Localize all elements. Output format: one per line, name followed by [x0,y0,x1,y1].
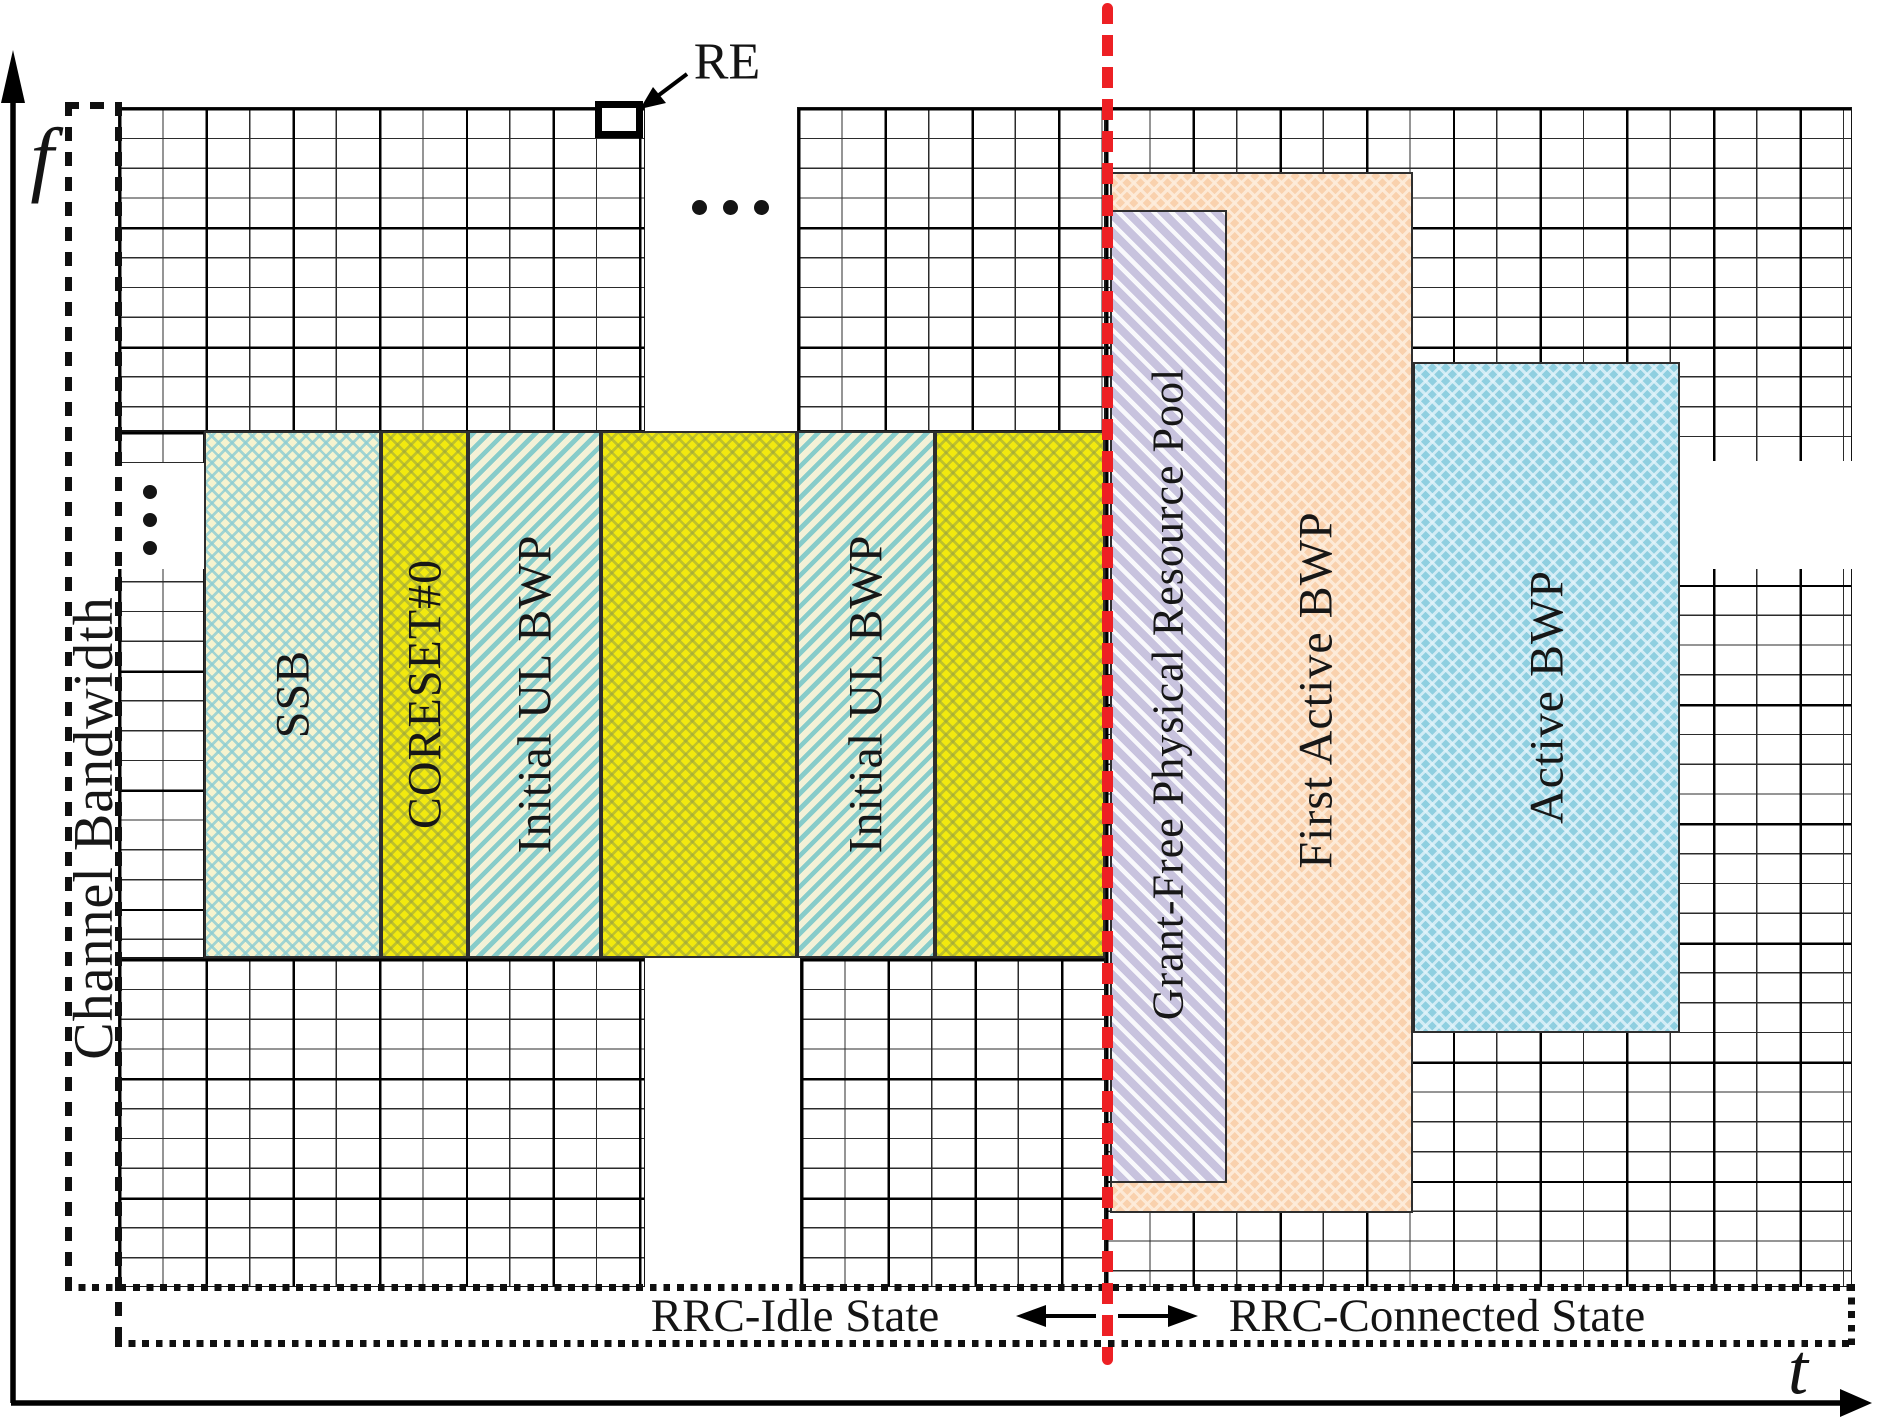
rrc-idle-state-label: RRC-Idle State [650,1290,940,1342]
block-grant-free-pool [1110,210,1227,1183]
t-axis-label: t [1787,1329,1809,1410]
re-arrow-line [657,72,689,97]
block-ssb [204,431,381,958]
idle-arrowhead [1016,1305,1046,1327]
grid-gap-left-band [114,463,207,569]
state-box-top-dotted [65,1284,1855,1291]
re-label: RE [693,33,761,91]
re-marker-icon [595,101,643,138]
state-box-bottom-dotted [115,1340,1855,1347]
grid-top-middle [797,107,1105,431]
state-boundary-line [1102,3,1113,1365]
t-axis-arrowhead [1840,1389,1872,1417]
block-uplink-region-2 [935,431,1105,958]
block-active-bwp [1413,362,1680,1033]
block-coreset0 [381,431,468,958]
connected-arrowhead [1168,1305,1198,1327]
f-axis-label: f [30,111,54,205]
channel-bandwidth-dash-left [65,102,72,1290]
re-arrowhead [640,87,666,109]
grid-top-left [118,107,645,431]
grid-gap-right-band [1680,461,1855,569]
grid-bottom-middle [800,958,1105,1287]
block-initial-ul-bwp-1 [468,431,601,958]
grid-bottom-left [118,958,645,1287]
channel-bandwidth-dash-top [65,102,122,109]
block-uplink-region-1 [601,431,797,958]
rrc-connected-state-label: RRC-Connected State [1228,1290,1646,1342]
block-initial-ul-bwp-2 [797,431,935,958]
state-box-right-dotted [1848,1284,1855,1346]
channel-bandwidth-dash-right [115,102,122,1345]
f-axis-arrowhead [1,50,25,103]
